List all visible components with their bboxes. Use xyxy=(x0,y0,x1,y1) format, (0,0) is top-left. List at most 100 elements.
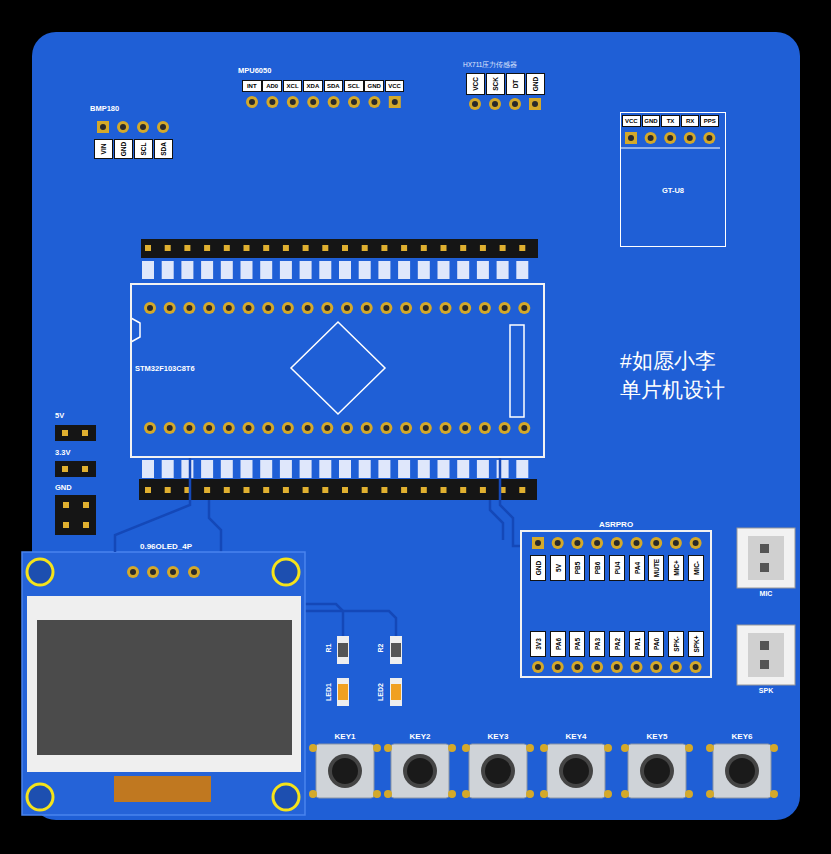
drill-hole xyxy=(594,664,600,670)
drill-hole xyxy=(170,569,176,575)
switch-leg xyxy=(526,790,534,798)
solder-pad xyxy=(479,422,491,434)
switch-leg xyxy=(384,790,392,798)
drill-hole xyxy=(653,540,659,546)
node-text: STM32F103C8T6 xyxy=(135,365,195,374)
switch-leg xyxy=(384,744,392,752)
node-label: KEY1 xyxy=(306,732,384,741)
switch-body xyxy=(391,744,449,798)
solder-pad xyxy=(509,98,521,110)
solder-pad xyxy=(499,302,511,314)
header-label-plate xyxy=(516,460,528,478)
header-label-plate xyxy=(418,460,430,478)
watermark: 单片机设计 xyxy=(620,376,725,403)
pin-label: TX xyxy=(661,115,680,127)
header-pin xyxy=(263,487,269,493)
drill-hole xyxy=(290,99,296,105)
pin-label: DT xyxy=(512,80,519,89)
pin-hole xyxy=(97,121,109,133)
solder-pad xyxy=(307,96,319,108)
drill-hole xyxy=(574,664,580,670)
drill-hole xyxy=(521,425,527,431)
node-label: ASRPRO xyxy=(512,520,720,529)
solder-pad xyxy=(459,422,471,434)
drill-hole xyxy=(167,425,173,431)
connector: MIC xyxy=(737,528,795,588)
switch-cap xyxy=(407,758,433,784)
pin-hole xyxy=(571,661,583,673)
silkscreen-label: MPU6050 xyxy=(238,66,271,75)
node-label: KEY6 xyxy=(703,732,781,741)
pin-hole xyxy=(400,422,412,434)
pin-hole xyxy=(188,566,200,578)
header-label-plate xyxy=(280,261,292,279)
pin-label: RX xyxy=(681,115,700,127)
drill-hole xyxy=(614,664,620,670)
drill-hole xyxy=(555,540,561,546)
solder-pad xyxy=(670,661,682,673)
switch-cap xyxy=(729,758,755,784)
switch-leg xyxy=(621,790,629,798)
pin-hole xyxy=(341,422,353,434)
drill-hole xyxy=(285,425,291,431)
drill-hole xyxy=(634,664,640,670)
solder-pad xyxy=(164,422,176,434)
solder-pad xyxy=(645,132,657,144)
solder-pad xyxy=(380,302,392,314)
solder-pad xyxy=(631,537,643,549)
pin-hole xyxy=(147,566,159,578)
pin-label: GND xyxy=(642,115,661,127)
solder-pad xyxy=(328,96,340,108)
solder-pad xyxy=(499,422,511,434)
pin-hole xyxy=(690,661,702,673)
pin-label-box: SCL xyxy=(134,139,153,159)
drill-hole xyxy=(344,305,350,311)
pin-hole xyxy=(591,661,603,673)
header-pin xyxy=(500,245,506,251)
node-label: MIC xyxy=(727,590,805,598)
pin-hole xyxy=(518,302,530,314)
header-label-plate xyxy=(398,261,410,279)
header-label-plate xyxy=(438,460,450,478)
pin-label-box: 5V xyxy=(550,555,566,581)
mount-hole xyxy=(273,784,299,810)
solder-pad xyxy=(262,302,274,314)
switch-leg xyxy=(540,790,548,798)
solder-pad xyxy=(223,302,235,314)
switch-ring xyxy=(640,754,674,788)
pin-label: MIC- xyxy=(692,561,699,575)
drill-hole xyxy=(535,540,541,546)
drill-hole xyxy=(555,664,561,670)
header-pin xyxy=(421,487,427,493)
pin-label: SDA xyxy=(160,142,167,156)
key-switch: KEY4 xyxy=(547,744,605,798)
header-pin xyxy=(322,245,328,251)
header-pin xyxy=(381,245,387,251)
drill-hole xyxy=(673,664,679,670)
drill-hole xyxy=(305,425,311,431)
pin-label: 5V xyxy=(554,564,561,572)
drill-hole xyxy=(147,425,153,431)
drill-hole xyxy=(120,124,126,130)
led-body xyxy=(338,684,348,700)
header-pin xyxy=(401,245,407,251)
drill-hole xyxy=(265,305,271,311)
drill-hole xyxy=(265,425,271,431)
pin-hole xyxy=(552,537,564,549)
pin-hole xyxy=(282,302,294,314)
pin-hole xyxy=(164,422,176,434)
drill-hole xyxy=(186,425,192,431)
mcu-outline: STM32F103C8T6 xyxy=(130,283,545,458)
silkscreen-label: HX711压力传感器 xyxy=(463,61,517,70)
connector-pin xyxy=(760,641,769,650)
node-label: KEY2 xyxy=(381,732,459,741)
pin-hole xyxy=(552,661,564,673)
header-pin xyxy=(145,487,151,493)
header-pin xyxy=(82,466,88,472)
pin-hole xyxy=(203,302,215,314)
connector-pin xyxy=(760,563,769,572)
drill-hole xyxy=(226,305,232,311)
switch-leg xyxy=(706,744,714,752)
header-pin xyxy=(441,487,447,493)
pcb-trace xyxy=(305,604,343,636)
